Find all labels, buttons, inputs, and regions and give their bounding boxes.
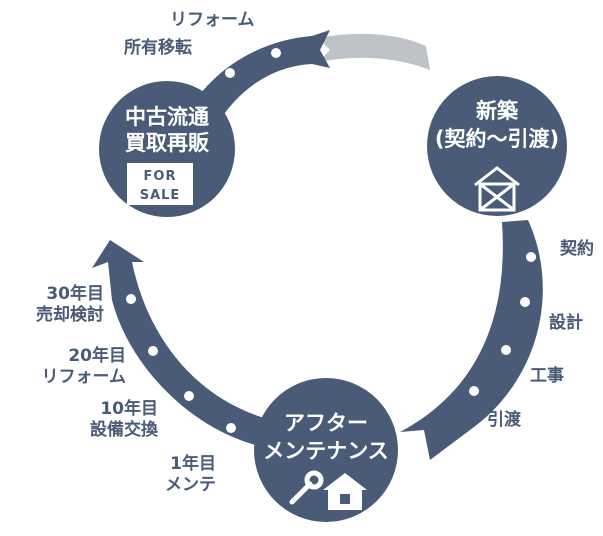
- step-dot: [526, 252, 536, 262]
- arc-right: [400, 220, 543, 460]
- after-title-1: アフター: [284, 411, 368, 435]
- newbuild-title-1: 新築: [476, 99, 519, 123]
- wrench-icon: [289, 470, 324, 505]
- step-handover: 引渡: [487, 409, 522, 430]
- step-dot: [501, 345, 511, 355]
- gray-continuation-arrow: [318, 33, 430, 70]
- step-30y-b: 売却検討: [36, 304, 104, 325]
- for-sale-sign: [127, 163, 193, 205]
- for-sale-line-1: FOR: [144, 169, 177, 184]
- house-icon: [323, 473, 367, 510]
- arc-left: [92, 240, 280, 450]
- after-circle: [254, 378, 398, 522]
- step-20y-a: 20年目: [68, 345, 126, 366]
- step-1y-b: メンテ: [165, 475, 216, 495]
- step-construction: 工事: [530, 366, 564, 386]
- step-dot: [225, 68, 235, 78]
- step-dot: [520, 297, 530, 307]
- step-10y-a: 10年目: [100, 398, 158, 419]
- after-title-2: メンテナンス: [263, 439, 389, 463]
- step-10y-b: 設備交換: [90, 419, 159, 440]
- step-reform-top: リフォーム: [170, 10, 255, 30]
- step-dot: [469, 386, 479, 396]
- newbuild-title-2: (契約〜引渡): [435, 127, 559, 151]
- newbuild-circle: [427, 76, 567, 216]
- step-dot: [226, 423, 236, 433]
- resale-title-2: 買取再販: [125, 131, 210, 155]
- step-1y-a: 1年目: [170, 453, 216, 474]
- step-design: 設計: [549, 312, 583, 333]
- step-ownership-transfer: 所有移転: [124, 37, 192, 58]
- step-dot: [126, 294, 136, 304]
- house-frame-icon: [474, 166, 520, 212]
- for-sale-line-2: SALE: [140, 188, 181, 203]
- step-30y-a: 30年目: [46, 283, 104, 304]
- step-contract: 契約: [559, 238, 594, 259]
- step-dot: [271, 48, 281, 58]
- step-dot: [184, 391, 194, 401]
- step-dot: [148, 346, 158, 356]
- step-20y-b: リフォーム: [42, 367, 127, 387]
- resale-title-1: 中古流通: [125, 105, 209, 129]
